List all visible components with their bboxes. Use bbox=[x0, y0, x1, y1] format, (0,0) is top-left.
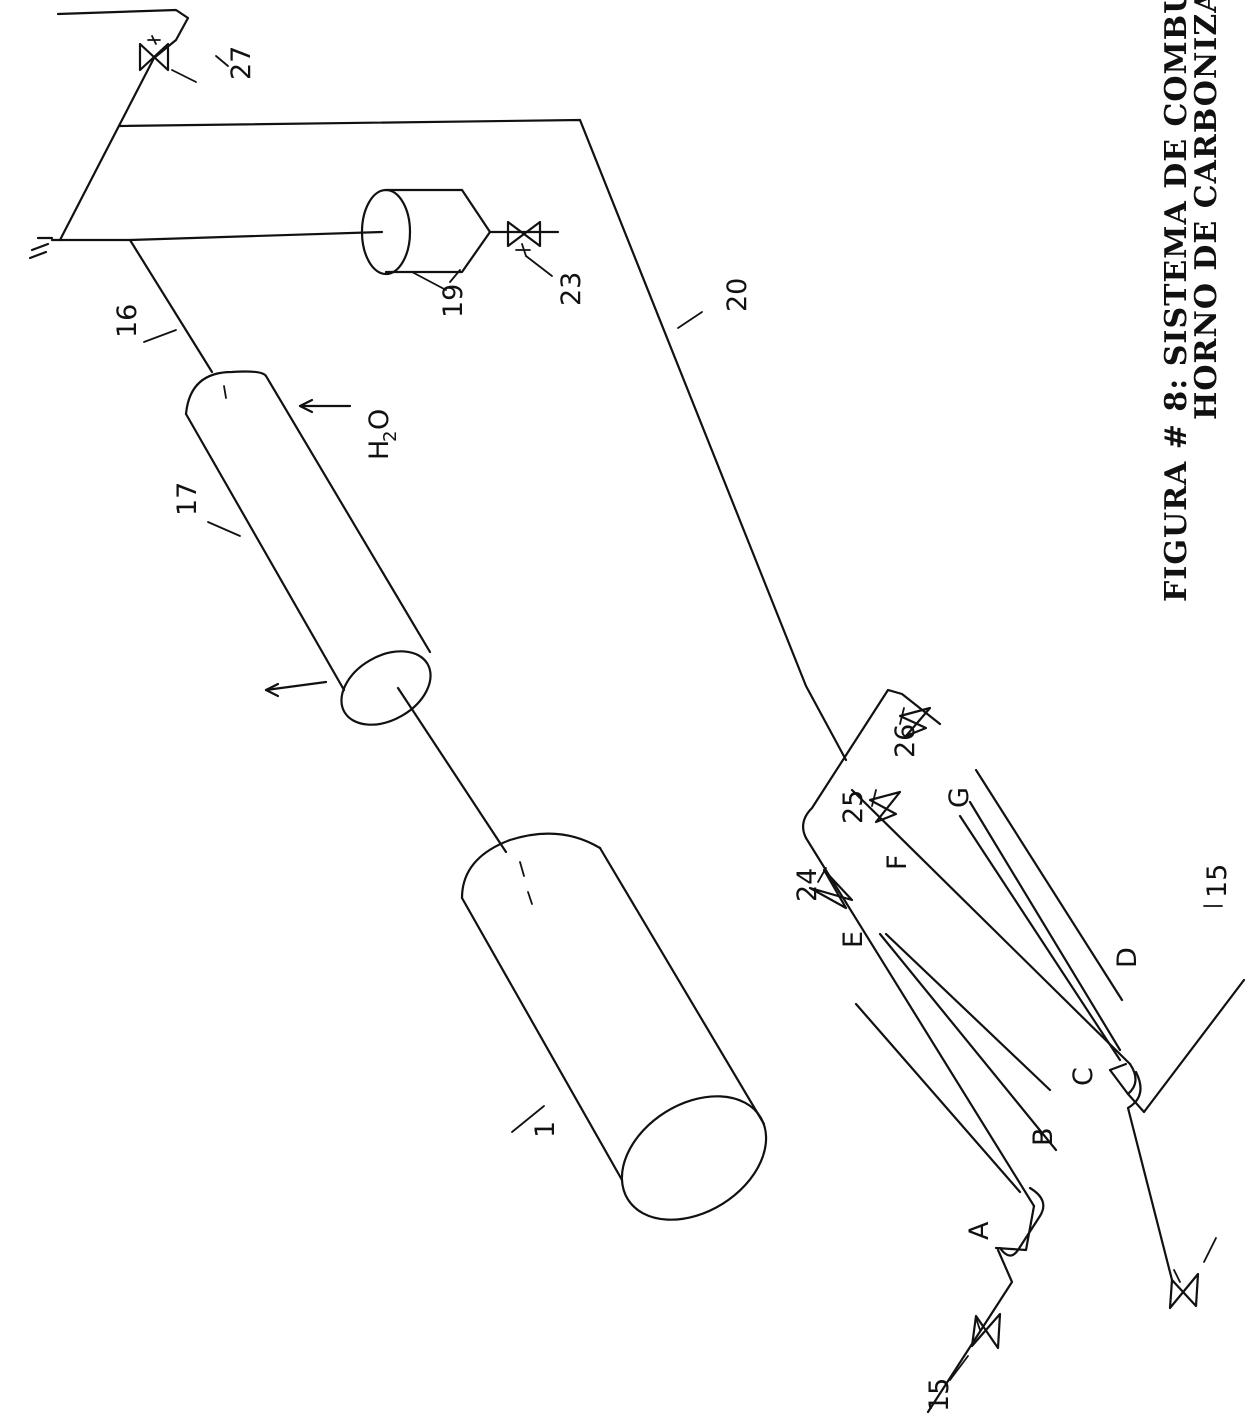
h2o-o: O bbox=[364, 409, 395, 430]
valve-15-right bbox=[1126, 978, 1246, 1310]
label-20: 20 bbox=[722, 278, 753, 312]
label-G: G bbox=[944, 787, 975, 808]
condenser-17 bbox=[184, 370, 432, 726]
label-15-left: 15 bbox=[924, 1378, 955, 1412]
valve-15-left bbox=[926, 1248, 1014, 1414]
leader-27 bbox=[215, 55, 229, 67]
label-C: C bbox=[1068, 1067, 1099, 1086]
label-27: 27 bbox=[226, 46, 257, 80]
leader-20 bbox=[677, 311, 703, 329]
line-16 bbox=[128, 238, 214, 374]
valve-25 bbox=[868, 789, 902, 824]
label-23: 23 bbox=[556, 272, 587, 306]
figure-caption-line2: HORNO DE CARBONIZAC bbox=[1189, 0, 1224, 420]
label-F: F bbox=[882, 854, 913, 870]
connecting-line bbox=[396, 686, 508, 854]
label-E: E bbox=[838, 931, 869, 948]
valve-24 bbox=[808, 867, 854, 910]
valve-27 bbox=[138, 35, 197, 83]
valve-26 bbox=[898, 706, 932, 738]
burner-tubes bbox=[854, 768, 1128, 1194]
label-D: D bbox=[1112, 947, 1143, 968]
label-24: 24 bbox=[792, 868, 823, 902]
valve-23 bbox=[506, 220, 553, 277]
label-B: B bbox=[1028, 1127, 1059, 1146]
label-25: 25 bbox=[838, 790, 869, 824]
tank-19 bbox=[360, 188, 560, 291]
label-h2o: H 2 O bbox=[364, 409, 401, 460]
burner-manifold bbox=[801, 688, 1137, 1257]
leader-19 bbox=[449, 269, 461, 283]
label-26: 26 bbox=[890, 724, 921, 758]
label-19: 19 bbox=[438, 284, 469, 318]
figure-caption-line1: FIGURA # 8: SISTEMA DE COMBUSTIO bbox=[1159, 0, 1194, 602]
h2o-2: 2 bbox=[380, 431, 401, 442]
label-16: 16 bbox=[112, 304, 143, 338]
h2o-h: H bbox=[364, 440, 395, 460]
furnace-1 bbox=[460, 832, 768, 1221]
label-1: 1 bbox=[530, 1121, 561, 1138]
label-17: 17 bbox=[172, 482, 203, 516]
top-header-piping bbox=[28, 8, 848, 762]
label-15-right: 15 bbox=[1202, 864, 1233, 898]
label-A: A bbox=[964, 1221, 995, 1240]
